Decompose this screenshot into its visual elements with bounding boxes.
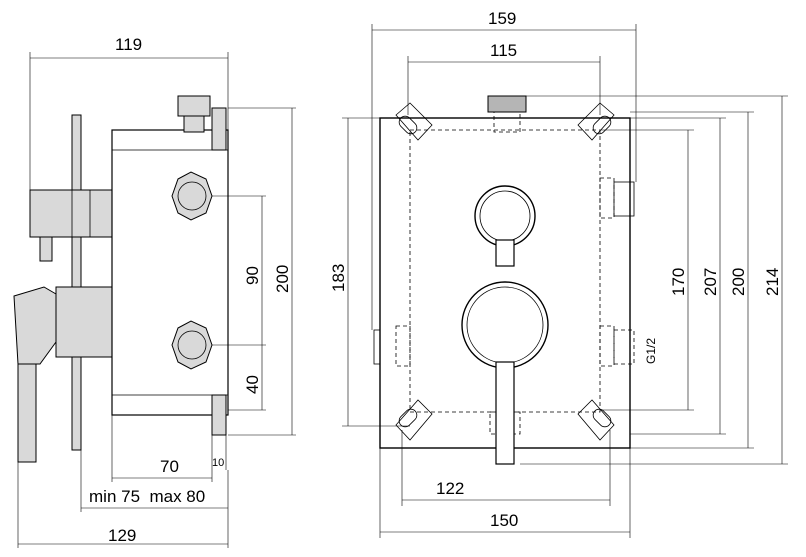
dim-150: 150	[490, 511, 518, 530]
dim-min-max: min 75 max 80	[89, 487, 205, 506]
dim-70: 70	[160, 457, 179, 476]
upper-handle-stem	[29, 189, 113, 238]
side-view: 119 200 90 40 70 10 min 75 max 80 129	[13, 35, 296, 548]
dim-183: 183	[329, 264, 348, 292]
dim-129: 129	[108, 526, 136, 545]
lower-handle-rod	[17, 363, 37, 463]
upper-handle-lever-front	[495, 239, 515, 267]
valve-body	[111, 129, 229, 416]
dim-10: 10	[212, 457, 224, 469]
dim-207: 207	[701, 268, 720, 296]
hex-nut-lower	[171, 320, 213, 370]
upper-handle-ring	[474, 185, 536, 247]
right-upper-fitting	[613, 181, 635, 217]
dim-122: 122	[436, 479, 464, 498]
side-fitting-top	[211, 107, 227, 151]
dim-214: 214	[763, 268, 782, 296]
lower-handle-body	[55, 286, 113, 358]
dim-115: 115	[490, 41, 517, 60]
dim-170: 170	[669, 268, 688, 296]
left-fitting	[373, 329, 381, 365]
front-view: 159 115 183 170 207 200 214 G1/2	[329, 9, 788, 538]
wall-plate	[71, 114, 82, 451]
top-fitting-nut	[177, 95, 211, 117]
lower-handle-lever	[13, 286, 57, 365]
mounting-ears	[395, 102, 615, 441]
dim-90: 90	[243, 266, 262, 285]
lower-handle-lever-front	[495, 361, 515, 465]
dim-200-front: 200	[729, 268, 748, 296]
lower-handle-ring	[461, 281, 549, 369]
dim-119: 119	[115, 35, 142, 54]
dim-200-side: 200	[273, 265, 292, 293]
side-fitting-bottom	[211, 394, 227, 436]
top-fitting-pipe	[183, 115, 205, 133]
front-top-fitting	[487, 95, 527, 113]
dim-159: 159	[488, 9, 516, 28]
dim-40: 40	[243, 375, 262, 394]
hex-nut-upper	[171, 171, 213, 221]
upper-handle-knob	[39, 236, 53, 262]
thread-label: G1/2	[644, 338, 658, 364]
